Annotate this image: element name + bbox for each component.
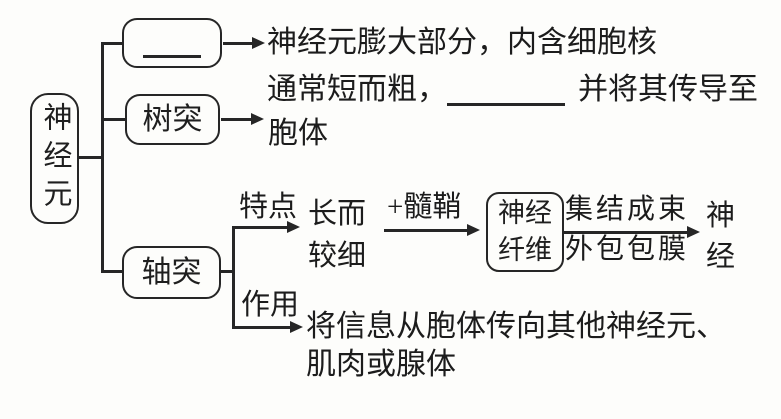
connector-root-to-trunk [78,156,103,159]
axon-box: 轴突 [122,246,221,299]
branch-line-soma [101,42,123,45]
dendrite-description-line2: 胞体 [268,117,328,150]
soma-arrow [223,37,265,48]
function-text-line1: 将信息从胞体传向其他神经元、 [306,310,726,343]
branch-line-dendrite [101,118,126,121]
root-label: 神经元 [39,101,71,216]
function-arrow [233,321,303,332]
bundle-arrow-bottom-label: 外包包膜 [565,234,690,265]
feature-label: 特点 [239,191,298,223]
dendrite-arrow [221,113,264,124]
dendrite-box: 树突 [125,94,220,145]
nerve-result-line1: 神 [706,200,736,232]
feature-text-line2: 较细 [308,240,367,272]
feature-text-line1: 长而 [308,198,367,230]
feature-arrow [233,221,300,232]
axon-stub-line [221,270,234,273]
dendrite-blank-underline [447,103,565,106]
nerve-fiber-label-line1: 神经 [498,198,552,228]
bundle-arrow-top-label: 集结成束 [565,194,690,225]
soma-blank-box [122,18,222,68]
trunk-line [101,42,104,273]
dendrite-desc-after-blank: 并将其传导至 [578,73,758,106]
nerve-result-line2: 经 [706,241,736,273]
nerve-fiber-label-line2: 纤维 [498,235,552,265]
soma-description: 神经元膨大部分，内含细胞核 [267,26,657,59]
nerve-result: 神 经 [706,196,735,278]
nerve-fiber-box: 神经 纤维 [486,192,564,272]
dendrite-description-line1: 通常短而粗， 并将其传导至 [267,73,758,106]
dendrite-box-label: 树突 [142,102,203,136]
myelin-arrow [384,224,480,235]
axon-split-line [232,226,235,329]
myelin-arrow-label: +髓鞘 [387,191,462,223]
bundle-arrow [564,226,700,237]
root-box-neuron: 神经元 [30,93,79,224]
feature-text: 长而 较细 [308,193,366,277]
soma-blank-underline [143,55,201,58]
branch-line-axon [101,270,123,273]
function-label: 作用 [241,289,300,321]
axon-box-label: 轴突 [141,255,202,289]
dendrite-desc-before-blank: 通常短而粗， [267,73,447,106]
function-text-line2: 肌肉或腺体 [306,348,456,381]
